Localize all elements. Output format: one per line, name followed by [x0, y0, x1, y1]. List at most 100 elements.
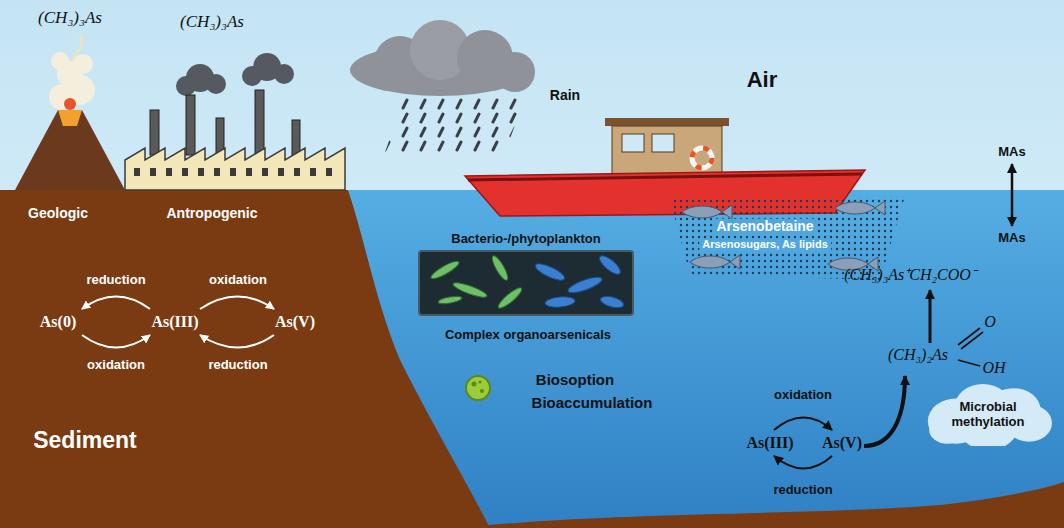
factory: [198, 168, 204, 176]
factory: [125, 148, 345, 190]
process-label: Bioaccumulation: [532, 395, 653, 411]
sediment-cycle-arrows: [200, 297, 274, 310]
algae-cell: [466, 376, 490, 400]
land: [0, 190, 1064, 528]
sediment-cycle-arrows: [82, 297, 150, 310]
sea: [0, 190, 1064, 528]
factory: [246, 168, 252, 176]
rain-cloud: [495, 52, 535, 92]
factory: [292, 120, 300, 155]
factory: [134, 168, 140, 176]
fishing-net: [682, 205, 732, 219]
boat: [468, 174, 862, 180]
plankton-image: [429, 254, 524, 311]
plankton-image: [496, 285, 524, 310]
source-label: Geologic: [28, 206, 88, 221]
factory: [134, 168, 332, 176]
chemical-formula: (CH₃)₃As: [180, 13, 244, 31]
plankton-image: [533, 253, 624, 310]
sea: [0, 190, 1064, 528]
process-label: reduction: [208, 358, 267, 372]
volcano: [64, 98, 76, 110]
algae-cell: [480, 389, 484, 393]
compound-label: Arsenobetaine: [713, 219, 816, 234]
source-label: Antropogenic: [167, 206, 258, 221]
factory: [262, 168, 268, 176]
fishing-net: [682, 201, 885, 271]
chemical-formula: (CH₃)₃As⁺CH₂COO⁻: [844, 267, 976, 284]
factory: [206, 74, 226, 94]
species-label: As(V): [822, 435, 862, 452]
land: [460, 482, 1064, 528]
factory: [230, 168, 236, 176]
species-label: As(0): [40, 314, 76, 331]
panel-heading: Bacterio-/phytoplankton: [451, 231, 601, 246]
plankton-image: [429, 259, 461, 282]
chemical-formula: (CH₃)₃As: [38, 9, 102, 27]
plankton-image: [597, 253, 623, 277]
methylation-cloud: Microbial methylation: [924, 384, 1052, 446]
factory: [214, 168, 220, 176]
plankton-image: [545, 296, 576, 309]
rain-cloud: [385, 98, 525, 152]
volcano: [58, 110, 82, 126]
species-label: As(III): [746, 435, 793, 452]
region-label: Air: [747, 68, 778, 91]
fishing-net: [690, 255, 740, 269]
atom-label: O: [984, 314, 996, 331]
process-label: oxidation: [87, 358, 145, 372]
boat: [622, 134, 644, 152]
sediment-cycle-arrows: [82, 335, 150, 348]
boat: [692, 148, 712, 168]
species-label: As(V): [275, 314, 315, 331]
chemical-bonds: [958, 360, 980, 366]
factory: [326, 168, 332, 176]
water-cycle-arrows: [864, 376, 905, 446]
factory: [150, 110, 159, 155]
chemical-bonds: [958, 328, 983, 366]
plankton-image: [490, 254, 511, 282]
process-label: reduction: [86, 273, 145, 287]
algae-cell: [479, 381, 482, 384]
factory: [278, 168, 284, 176]
algae-cell: [466, 376, 490, 400]
species-label: As(III): [151, 314, 198, 331]
water-cycle-arrows: [1011, 164, 1014, 226]
boat: [692, 148, 712, 168]
plankton-image: [420, 252, 632, 314]
chemical-formula: (CH₃)₂As: [888, 347, 948, 364]
factory: [255, 90, 264, 155]
process-label: reduction: [773, 483, 832, 497]
water-cycle-arrows: [774, 456, 832, 469]
boat: [612, 126, 722, 176]
weather-label: Rain: [550, 88, 580, 103]
factory: [150, 168, 156, 176]
plankton-image: [533, 261, 566, 284]
region-label: Sediment: [33, 428, 137, 452]
land: [0, 190, 490, 528]
factory: [274, 64, 294, 84]
algae-cell: [472, 382, 477, 387]
process-label: oxidation: [774, 388, 832, 402]
volcano: [15, 110, 125, 190]
volcano: [15, 35, 125, 190]
volcano: [73, 54, 93, 74]
fishing-net: [835, 201, 885, 215]
plankton-image: [599, 294, 625, 310]
chemical-bonds: [961, 332, 983, 349]
process-label: Biosoption: [536, 372, 614, 388]
sediment-cycle-arrows: [82, 297, 274, 348]
factory: [186, 95, 195, 155]
compound-label: MAs: [998, 145, 1025, 159]
boat: [652, 134, 674, 152]
volcano: [51, 52, 69, 70]
compound-label: Complex organoarsenicals: [445, 328, 611, 342]
image-panel: Bacterio-/phytoplankton: [418, 250, 634, 316]
boat: [605, 118, 729, 126]
water-cycle-arrows: [774, 418, 832, 431]
